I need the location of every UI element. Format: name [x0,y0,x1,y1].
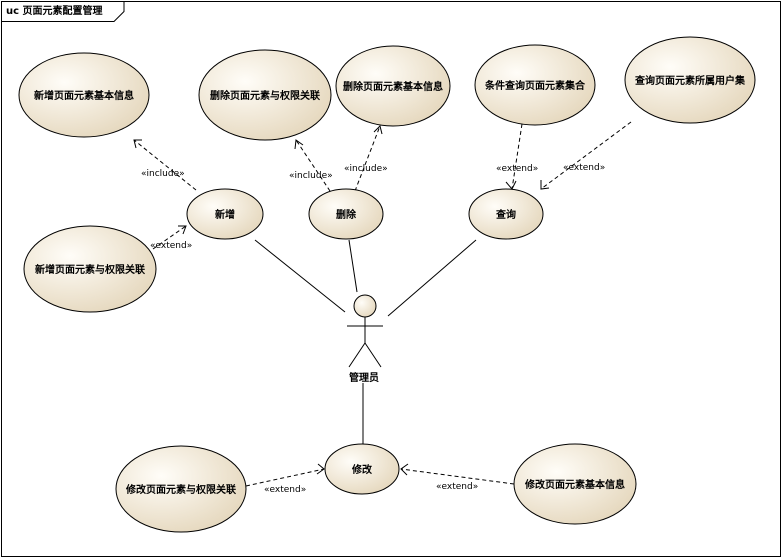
actor-label: 管理员 [349,371,379,384]
association-delete [348,239,358,293]
usecase-label-delete-basic-info: 删除页面元素基本信息 [343,80,443,93]
arrowhead-query-user [540,180,550,190]
usecase-query-condition-set[interactable] [474,44,596,126]
frame-title: uc 页面元素配置管理 [6,4,103,17]
usecase-label-add-permission-link: 新增页面元素与权限关联 [35,263,145,276]
usecase-label-query: 查询 [495,208,516,221]
usecase-delete[interactable] [308,188,384,240]
usecase-label-add: 新增 [215,208,235,221]
frame-title-tab [1,1,125,22]
arrowhead-query-condition [505,180,517,190]
usecase-delete-permission-link[interactable] [198,49,332,141]
include-line-delete-permission [295,139,331,192]
usecase-query[interactable] [468,188,544,240]
arrowhead-delete-permission [294,139,304,150]
stereotype-include-add: «include» [141,169,185,179]
stereotype-include-delete-basic: «include» [344,164,388,174]
usecase-modify[interactable] [324,443,400,495]
actor-head [353,294,377,318]
stereotype-extend-modify-basic: «extend» [436,482,478,492]
usecase-label-query-condition-set: 条件查询页面元素集合 [484,79,586,92]
extend-line-modify-permission [245,468,325,487]
association-query [387,239,477,317]
extend-line-query-condition [511,123,523,190]
association-add [254,239,346,313]
stereotype-extend-query-condition: «extend» [496,164,538,174]
usecase-add[interactable] [186,188,264,240]
usecase-add-permission-link[interactable] [23,225,157,313]
usecase-modify-permission-link[interactable] [115,445,247,533]
arrowhead-add-permission [178,225,187,235]
usecase-label-modify: 修改 [351,463,373,476]
usecase-label-modify-permission-link: 修改页面元素与权限关联 [125,483,236,496]
usecase-label-delete-permission-link: 删除页面元素与权限关联 [210,89,320,102]
extend-line-modify-basic [400,468,515,485]
usecase-label-delete: 删除 [336,208,357,221]
actor-figure[interactable] [347,294,383,368]
stereotype-extend-query-user: «extend» [563,163,605,173]
usecase-add-basic-info[interactable] [18,52,150,138]
usecase-query-user-set[interactable] [624,36,756,124]
arrowhead-delete-basic [373,125,383,135]
usecase-label-query-user-set: 查询页面元素所属用户集 [634,74,746,87]
include-line-delete-basic [354,125,381,192]
usecase-modify-basic-info[interactable] [513,443,637,525]
include-line-add-basic [133,139,197,191]
arrowhead-modify-permission [316,463,325,475]
stereotype-extend-add: «extend» [150,241,192,251]
usecase-delete-basic-info[interactable] [335,45,451,127]
actor-legs [348,342,382,368]
stereotype-extend-modify-permission: «extend» [264,485,306,495]
usecase-label-add-basic-info: 新增页面元素基本信息 [34,89,134,102]
arrowhead-modify-basic [400,463,409,476]
extend-line-query-user [540,121,632,190]
usecase-label-modify-basic-info: 修改页面元素基本信息 [524,478,625,491]
stereotype-include-delete-permission: «include» [289,171,333,181]
arrowhead-add-basic [133,139,142,149]
